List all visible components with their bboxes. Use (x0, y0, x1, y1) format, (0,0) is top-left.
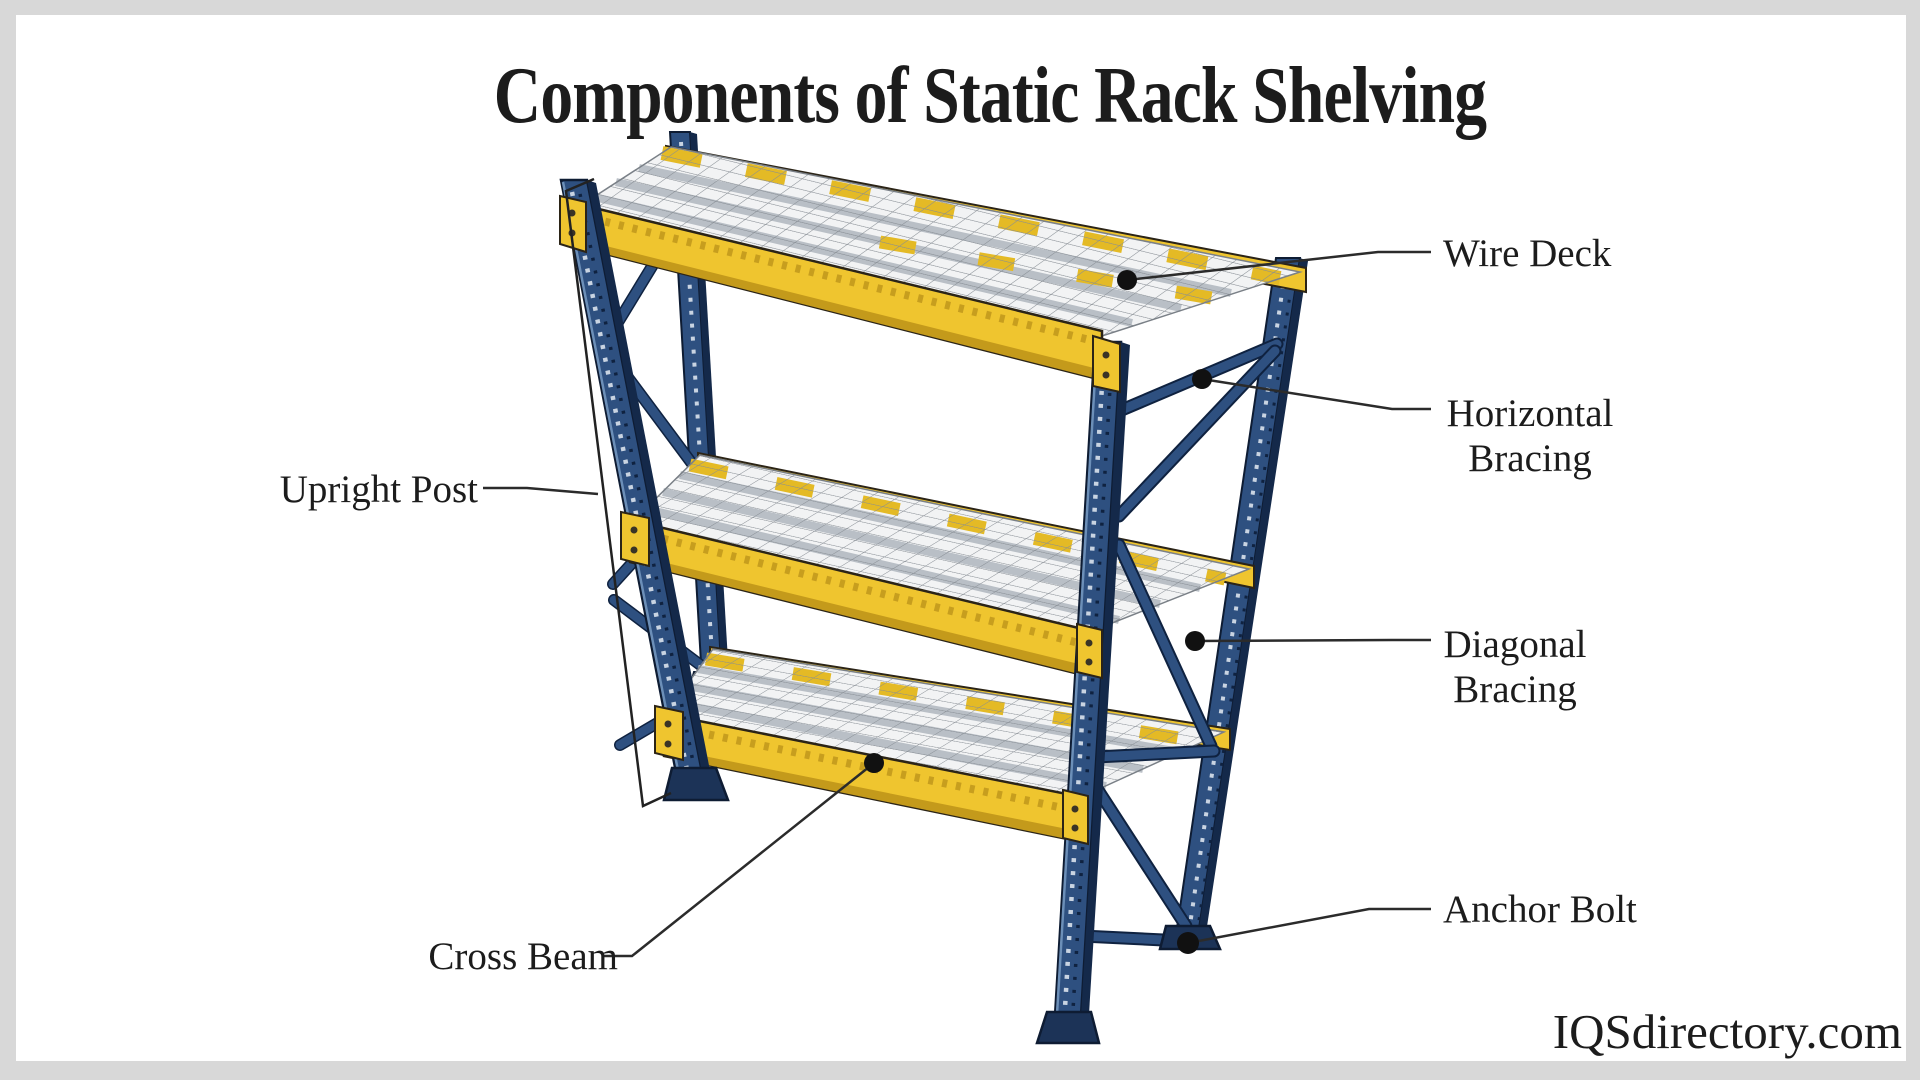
label-upright-post: Upright Post (280, 468, 478, 511)
bottom-shelf-level (662, 645, 1231, 843)
wire-deck-dot (1117, 270, 1137, 290)
diagonal-bracing-member-lower (1091, 782, 1191, 931)
top-shelf-level (572, 144, 1307, 382)
middle-beam-right-plate (1076, 622, 1103, 680)
front-left-foot-plate (662, 766, 730, 802)
middle-beam-left-plate (620, 510, 650, 568)
upright-post-extent-bracket (564, 177, 672, 808)
page-title: Components of Static Rack Shelving (494, 51, 1487, 140)
diagonal-bracing-member-mid (1114, 540, 1216, 751)
labels: Components of Static Rack Shelving Wire … (280, 51, 1902, 1059)
callout-dots (864, 270, 1212, 954)
diagonal-bracing-member-upper (1114, 346, 1280, 521)
cross-beam-leader (602, 762, 875, 958)
front-left-upright-post (559, 178, 730, 802)
top-beam-left-plate (559, 194, 587, 254)
wire-deck-leader (1126, 250, 1431, 282)
front-posts (559, 178, 1222, 1045)
upright-post-leader (483, 486, 599, 496)
right-horizontal-brace-lower (1091, 746, 1219, 762)
watermark: IQSdirectory.com (1553, 1004, 1902, 1059)
label-diagonal-bracing-line2: Bracing (1453, 668, 1576, 711)
anchor-bolt-leader (1187, 907, 1431, 945)
label-anchor-bolt: Anchor Bolt (1443, 888, 1637, 931)
beam-end-plates (559, 194, 1121, 846)
label-horizontal-bracing-line1: Horizontal (1447, 392, 1614, 435)
bottom-beam-left-plate (654, 704, 684, 762)
top-beam-right-plate (1092, 334, 1121, 394)
horizontal-bracing-leader (1201, 377, 1431, 411)
bottom-beam-right-plate (1062, 788, 1089, 846)
shelf-decks (572, 144, 1307, 843)
horizontal-bracing-dot (1192, 369, 1212, 389)
label-cross-beam: Cross Beam (428, 935, 618, 978)
diagonal-bracing-leader (1194, 638, 1431, 643)
label-wire-deck: Wire Deck (1443, 232, 1612, 275)
front-right-foot-plate (1035, 1010, 1101, 1045)
anchor-bolt-dot (1177, 932, 1199, 954)
front-right-upright-post (1035, 340, 1130, 1045)
leader-lines (483, 250, 1431, 958)
label-horizontal-bracing-line2: Bracing (1468, 437, 1591, 480)
label-diagonal-bracing-line1: Diagonal (1444, 623, 1587, 666)
diagonal-bracing-dot (1185, 631, 1205, 651)
cross-beam-dot (864, 753, 884, 773)
rear-right-upright-post (1174, 257, 1308, 936)
